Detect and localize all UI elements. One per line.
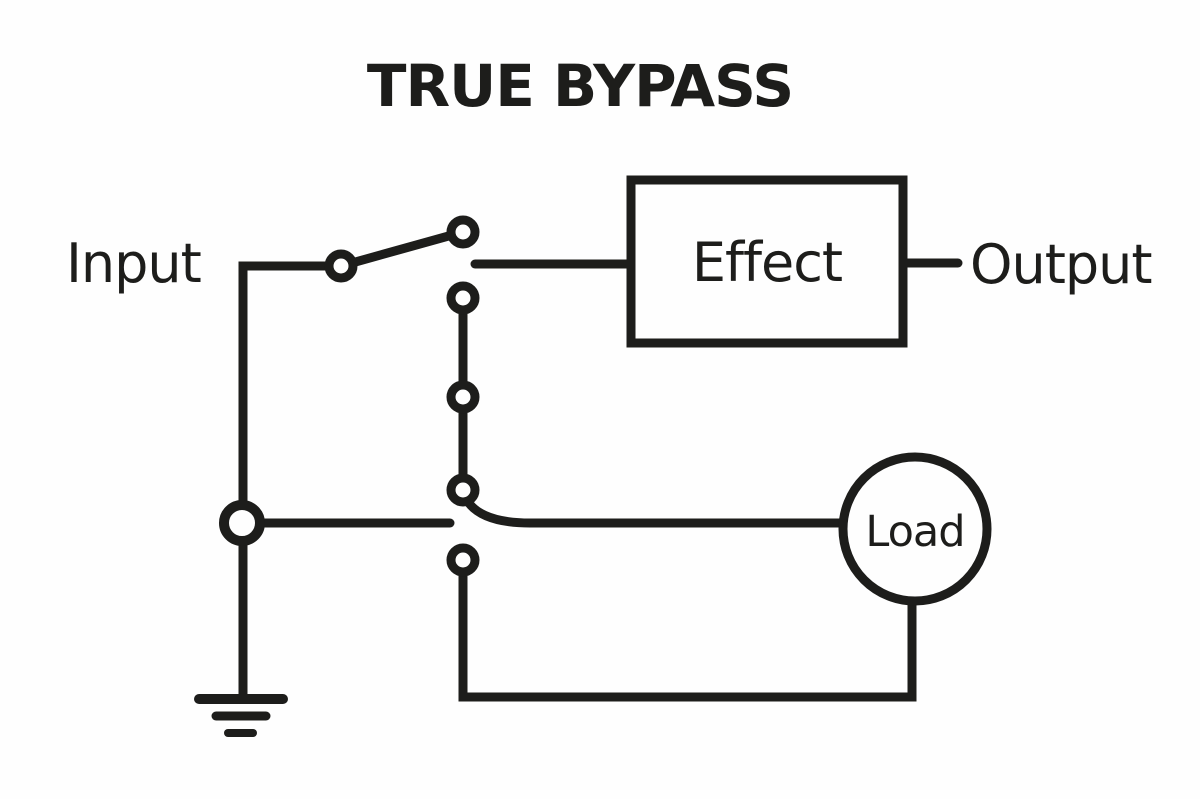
switch-common-contact-pole1: [324, 249, 358, 283]
effect-box: [626, 175, 908, 348]
switch-contact-2: [446, 281, 480, 315]
switch-contact-4: [446, 473, 480, 507]
switch-lever-pole1: [336, 227, 468, 271]
diagram-title: TRUE BYPASS: [367, 52, 793, 120]
switch-throw-contact-top: [446, 215, 480, 249]
bottom-return-wire: [458, 555, 917, 702]
load-label: Load: [865, 507, 964, 557]
output-label: Output: [970, 233, 1152, 296]
input-wire-and-ground-stem: [238, 261, 346, 703]
switch-contact-3: [446, 380, 480, 414]
junction-node: [219, 500, 265, 546]
effect-label: Effect: [692, 231, 842, 294]
wire-to-load: [458, 487, 853, 528]
load-circle: [838, 452, 992, 606]
input-label: Input: [66, 232, 201, 295]
switch-contact-bottom: [446, 543, 480, 577]
